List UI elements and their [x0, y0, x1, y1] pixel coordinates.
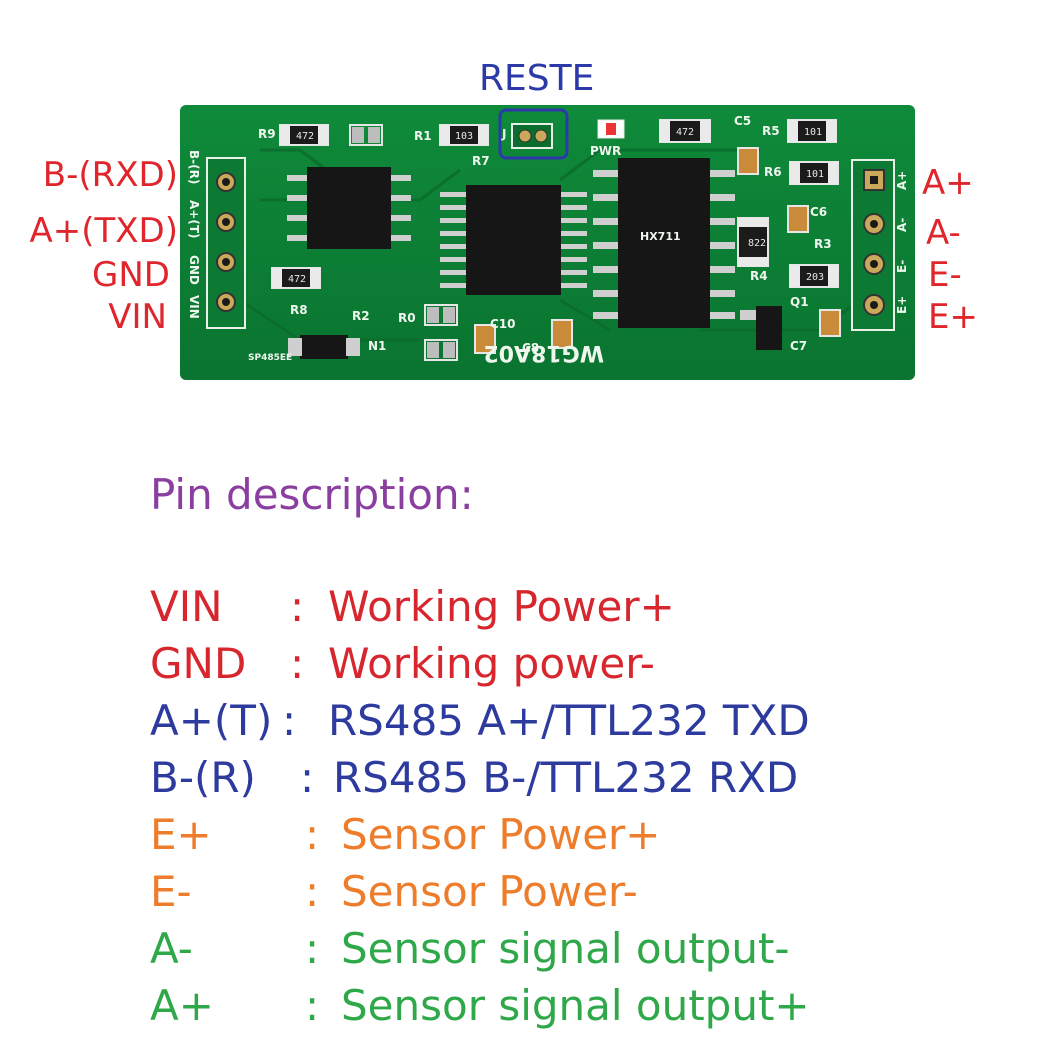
right-pin-label-eplus: E+: [928, 297, 978, 337]
svg-text:C6: C6: [810, 205, 827, 219]
pin-description-key: A-: [150, 924, 193, 973]
left-pin-label-gnd: GND: [92, 255, 170, 295]
reset-label: RESTE: [479, 58, 595, 99]
svg-text:GND: GND: [187, 255, 201, 285]
pin-description-separator: :: [290, 639, 305, 688]
silk-ref: R9: [258, 127, 276, 141]
svg-text:R3: R3: [814, 237, 832, 251]
pin-description-text: Sensor Power+: [341, 810, 661, 859]
svg-text:C7: C7: [790, 339, 807, 353]
svg-text:J: J: [501, 127, 506, 141]
svg-text:PWR: PWR: [590, 144, 621, 158]
pcb-board-illustration: 472 103 472 101 101 822 203 472: [180, 105, 915, 380]
svg-text:A-: A-: [895, 218, 909, 232]
pin-description-row: A+(T): RS485 A+/TTL232 TXD: [150, 696, 810, 745]
pin-description-row: E-: Sensor Power-: [150, 867, 638, 916]
hx711-chip: [618, 158, 710, 328]
svg-text:101: 101: [806, 169, 824, 180]
svg-text:R7: R7: [472, 154, 490, 168]
svg-text:R2: R2: [352, 309, 370, 323]
svg-text:SP485EE: SP485EE: [248, 353, 292, 363]
pin-description-separator: :: [305, 981, 320, 1030]
pin-description-key: A+(T): [150, 696, 273, 745]
pin-description-key: E-: [150, 867, 192, 916]
rs485-chip: [307, 167, 391, 249]
svg-text:R1: R1: [414, 129, 432, 143]
pin-description-separator: :: [290, 582, 305, 631]
pin-description-separator: :: [305, 810, 320, 859]
pin-description-text: RS485 B-/TTL232 RXD: [333, 753, 799, 802]
svg-text:B-(R): B-(R): [187, 150, 201, 184]
right-pin-label-aplus: A+: [922, 163, 974, 203]
svg-text:C10: C10: [490, 317, 516, 331]
pin-description-text: RS485 A+/TTL232 TXD: [328, 696, 810, 745]
svg-text:C5: C5: [734, 114, 751, 128]
left-pin-label-a: A+(TXD): [29, 211, 178, 251]
pin-description-key: E+: [150, 810, 212, 859]
pin-description-key: A+: [150, 981, 214, 1030]
svg-text:HX711: HX711: [640, 230, 681, 243]
svg-text:A+(T): A+(T): [187, 200, 201, 239]
pin-description-text: Sensor signal output-: [341, 924, 790, 973]
pin-description-text: Sensor Power-: [341, 867, 638, 916]
pin-description-row: A-: Sensor signal output-: [150, 924, 790, 973]
pin-description-separator: :: [300, 753, 315, 802]
pin-description-separator: :: [282, 696, 297, 745]
svg-text:E+: E+: [895, 296, 909, 314]
svg-text:VIN: VIN: [187, 295, 201, 319]
svg-text:Q1: Q1: [790, 295, 809, 309]
svg-text:R0: R0: [398, 311, 416, 325]
pin-description-row: B-(R): RS485 B-/TTL232 RXD: [150, 753, 798, 802]
right-pin-label-eminus: E-: [928, 255, 962, 295]
svg-text:C8: C8: [522, 341, 539, 355]
svg-text:472: 472: [676, 127, 694, 138]
svg-text:472: 472: [288, 274, 306, 285]
pin-description-separator: :: [305, 924, 320, 973]
pin-description-row: GND: Working power-: [150, 639, 655, 688]
pin-description-title: Pin description:: [150, 470, 474, 519]
pin-description-text: Working power-: [328, 639, 655, 688]
mcu-chip: [466, 185, 561, 295]
svg-text:R5: R5: [762, 124, 780, 138]
svg-text:E-: E-: [895, 260, 909, 273]
svg-text:103: 103: [455, 131, 473, 142]
pin-description-key: VIN: [150, 582, 223, 631]
left-pin-label-vin: VIN: [108, 297, 167, 337]
pin-description-separator: :: [305, 867, 320, 916]
pin-description-key: B-(R): [150, 753, 256, 802]
pin-description-row: E+: Sensor Power+: [150, 810, 661, 859]
pin-description-key: GND: [150, 639, 247, 688]
pin-description-text: Sensor signal output+: [341, 981, 810, 1030]
svg-text:R6: R6: [764, 165, 782, 179]
svg-text:A+: A+: [895, 171, 909, 190]
left-pin-label-b: B-(RXD): [42, 155, 178, 195]
pin-description-row: A+: Sensor signal output+: [150, 981, 810, 1030]
reset-highlight-box: [498, 108, 569, 160]
board-model: WG18A02: [483, 340, 604, 365]
right-pin-label-aminus: A-: [926, 213, 961, 253]
pin-description-text: Working Power+: [328, 582, 675, 631]
svg-text:R8: R8: [290, 303, 308, 317]
svg-text:N1: N1: [368, 339, 386, 353]
svg-text:472: 472: [296, 131, 314, 142]
svg-text:822: 822: [748, 238, 766, 249]
svg-text:101: 101: [804, 127, 822, 138]
svg-text:R4: R4: [750, 269, 768, 283]
svg-text:203: 203: [806, 272, 824, 283]
pin-description-row: VIN: Working Power+: [150, 582, 675, 631]
